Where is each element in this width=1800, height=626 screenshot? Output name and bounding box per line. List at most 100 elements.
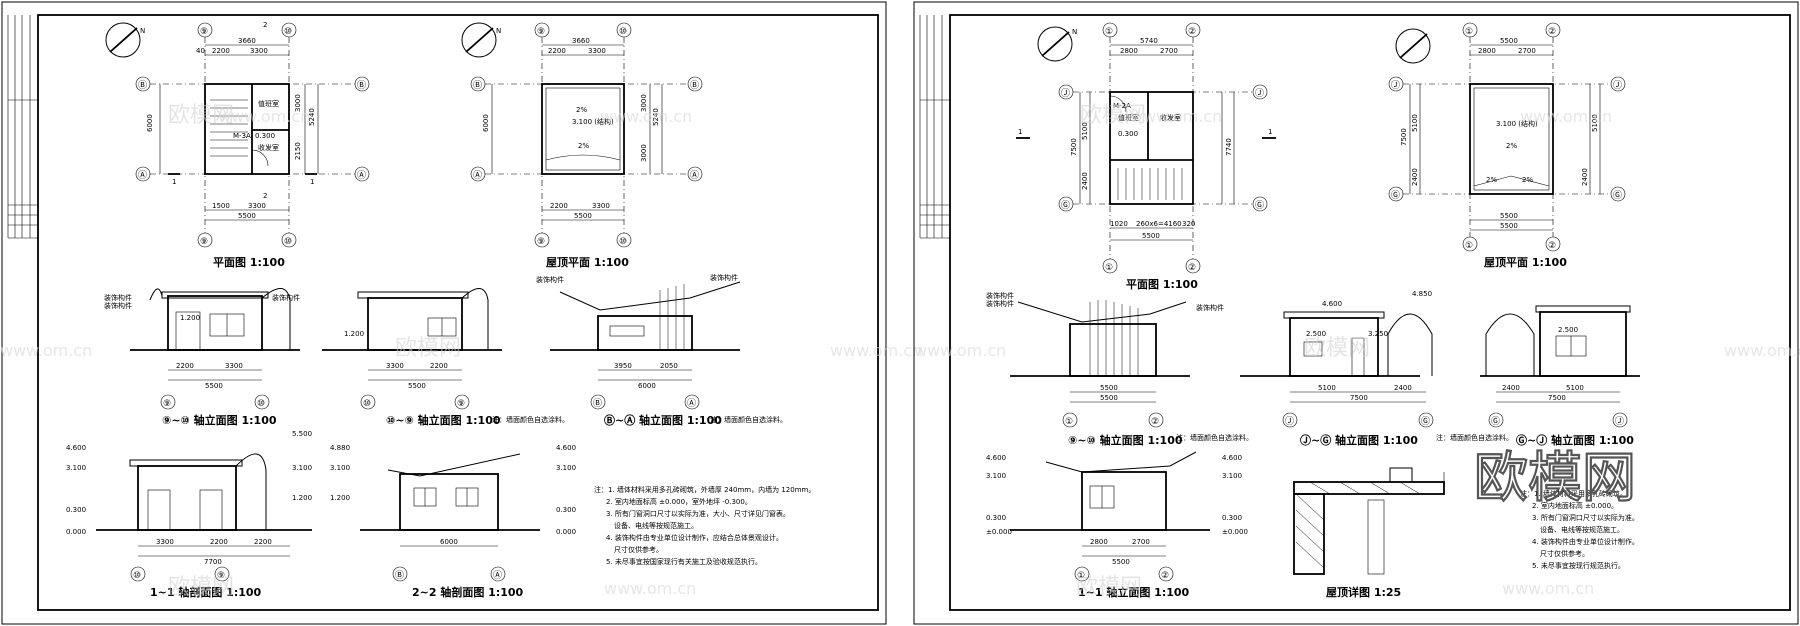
svg-text:2400: 2400 [1394, 384, 1412, 392]
svg-text:1.200: 1.200 [330, 494, 350, 502]
svg-text:4. 装饰构件由专业单位设计制作，应结合总体景观设计。: 4. 装饰构件由专业单位设计制作，应结合总体景观设计。 [606, 533, 783, 542]
svg-text:⑨: ⑨ [163, 399, 171, 409]
svg-text:⑨: ⑨ [200, 27, 208, 37]
svg-text:5100: 5100 [1318, 384, 1336, 392]
svg-text:5500: 5500 [1500, 212, 1518, 220]
svg-text:2200: 2200 [212, 47, 230, 55]
sheet-1-north-arrow: N [105, 22, 145, 58]
sheet-2-notes: 注：1. 墙体材料采用多孔砖砌筑。 2. 室内地面标高 ±0.000。 3. 所… [1520, 489, 1639, 570]
svg-text:6000: 6000 [482, 114, 490, 132]
sheet-1-floor-plan: ⑨ ⑩ ⑨ ⑩ Ⓑ Ⓐ Ⓑ Ⓐ 3660 2200 3300 40 2 [135, 21, 370, 269]
svg-text:值班室: 值班室 [258, 99, 279, 108]
sheet-1-elev-c-title: Ⓑ~Ⓐ 轴立面图 1:100 [604, 413, 722, 427]
svg-text:⑨: ⑨ [200, 237, 208, 247]
sheet-2-section-1: 4.600 3.100 0.300 ±0.000 4.600 3.100 0.3… [986, 451, 1248, 599]
svg-text:±0.000: ±0.000 [1222, 528, 1248, 536]
svg-text:Ⓐ: Ⓐ [690, 170, 699, 181]
svg-text:②: ② [1151, 417, 1159, 427]
svg-text:3000: 3000 [294, 94, 302, 112]
svg-text:2800: 2800 [1478, 47, 1496, 55]
sheet-2-roof-plan: ① ② ① ② Ⓙ Ⓖ Ⓙ Ⓖ 5500 2800 2700 3.100 (结构… [1388, 22, 1626, 269]
sheet-1-elev-b-title: ⑩~⑨ 轴立面图 1:100 [386, 413, 501, 427]
svg-text:欧模网: 欧模网 [1076, 575, 1142, 600]
svg-text:5500: 5500 [1500, 37, 1518, 45]
svg-text:Ⓙ: Ⓙ [1391, 80, 1400, 91]
svg-text:www.om.cn: www.om.cn [1520, 107, 1612, 126]
svg-text:Ⓑ: Ⓑ [138, 80, 147, 91]
svg-text:Ⓖ: Ⓖ [1613, 190, 1622, 201]
svg-text:0.300: 0.300 [1222, 514, 1242, 522]
svg-text:注：1. 墙体材料采用多孔砖砌筑。: 注：1. 墙体材料采用多孔砖砌筑。 [1520, 489, 1627, 498]
svg-text:⑩: ⑩ [363, 399, 371, 409]
svg-text:5100: 5100 [1411, 114, 1419, 132]
svg-text:2700: 2700 [1160, 47, 1178, 55]
svg-text:N: N [1072, 28, 1077, 36]
svg-text:Ⓑ: Ⓑ [395, 570, 404, 581]
svg-text:2400: 2400 [1502, 384, 1520, 392]
sheet-1-notes: 注：1. 墙体材料采用多孔砖砌筑，外墙厚 240mm，内墙为 120mm。 2.… [594, 485, 815, 566]
sheet-2-roof-detail: 屋顶详图 1:25 [1293, 467, 1445, 599]
sheet-1-section-2-title: 2~2 轴剖面图 1:100 [412, 585, 524, 599]
svg-text:www.om.cn: www.om.cn [1130, 107, 1222, 126]
svg-text:3660: 3660 [238, 37, 256, 45]
svg-text:3.100: 3.100 [556, 464, 576, 472]
svg-text:3950: 3950 [614, 362, 632, 370]
svg-text:www.om.cn: www.om.cn [1724, 341, 1800, 360]
sheet-2-detail-title: 屋顶详图 1:25 [1326, 585, 1401, 599]
svg-text:7500: 7500 [1070, 138, 1078, 156]
svg-text:4.850: 4.850 [1412, 290, 1432, 298]
sheet-1-inner-frame [37, 14, 879, 611]
svg-text:⑨: ⑨ [537, 27, 545, 37]
svg-text:收发室: 收发室 [1160, 113, 1181, 122]
svg-text:⑩: ⑩ [619, 237, 627, 247]
svg-text:2%: 2% [1486, 176, 1497, 184]
svg-text:⑩: ⑩ [257, 399, 265, 409]
sheet-2-roof-title: 屋顶平面 1:100 [1484, 256, 1567, 269]
svg-text:260x6=4160: 260x6=4160 [1136, 220, 1182, 228]
svg-text:www.om.cn: www.om.cn [830, 341, 922, 360]
svg-text:欧模网: 欧模网 [1304, 336, 1370, 361]
svg-text:1: 1 [310, 178, 314, 186]
sheet-2-elevation-c: 2.500 2400 5100 7500 Ⓖ Ⓙ Ⓖ~Ⓙ 轴立面图 1:100 [1480, 305, 1640, 447]
svg-text:①: ① [1077, 571, 1085, 581]
sheet-2-plan-title: 平面图 1:100 [1126, 278, 1198, 291]
svg-text:40: 40 [196, 47, 205, 55]
svg-text:Ⓖ: Ⓖ [1255, 200, 1264, 211]
svg-text:Ⓐ: Ⓐ [493, 570, 502, 581]
svg-text:5.500: 5.500 [292, 430, 312, 438]
sheet-1-section-1: 4.600 3.100 0.300 0.000 5.500 3.100 1.20… [66, 430, 312, 599]
sheet-2-outer-frame [913, 1, 1799, 625]
svg-text:欧模网: 欧模网 [168, 103, 234, 128]
svg-text:3300: 3300 [250, 47, 268, 55]
svg-text:3000: 3000 [640, 144, 648, 162]
svg-text:www.om.cn: www.om.cn [604, 579, 696, 598]
svg-text:2. 室内地面标高 ±0.000。: 2. 室内地面标高 ±0.000。 [1532, 501, 1618, 510]
svg-text:注：1. 墙体材料采用多孔砖砌筑，外墙厚 240mm，内墙为: 注：1. 墙体材料采用多孔砖砌筑，外墙厚 240mm，内墙为 120mm。 [594, 485, 815, 494]
svg-text:0.300: 0.300 [66, 506, 86, 514]
svg-text:2: 2 [263, 192, 267, 200]
svg-text:N: N [496, 27, 501, 35]
svg-text:5100: 5100 [1566, 384, 1584, 392]
svg-text:3.100: 3.100 [1222, 472, 1242, 480]
sheet-2-elev-b-title: Ⓙ~Ⓖ 轴立面图 1:100 [1300, 433, 1418, 447]
svg-text:M-3A: M-3A [233, 132, 251, 140]
svg-text:2. 室内地面标高 ±0.000，室外地坪 -0.300。: 2. 室内地面标高 ±0.000，室外地坪 -0.300。 [606, 497, 752, 506]
svg-text:1.200: 1.200 [292, 494, 312, 502]
sheet-2-elev-a-title: ⑨~⑩ 轴立面图 1:100 [1068, 433, 1183, 447]
svg-text:②: ② [1548, 27, 1556, 37]
sheet-1-watermarks: 欧模网 www.om.cn www.om.cn www.om.cn 欧模网 ww… [0, 103, 922, 600]
svg-text:4.600: 4.600 [66, 444, 86, 452]
svg-text:2200: 2200 [550, 202, 568, 210]
svg-text:1: 1 [1268, 128, 1272, 136]
svg-text:3.100: 3.100 [292, 464, 312, 472]
svg-text:±0.000: ±0.000 [986, 528, 1012, 536]
sheet-1-section-2: 4.880 3.100 1.200 4.600 3.100 0.300 0.00… [330, 444, 576, 599]
svg-text:1.200: 1.200 [180, 314, 200, 322]
svg-text:2%: 2% [578, 142, 589, 150]
svg-text:5500: 5500 [1100, 394, 1118, 402]
svg-text:①: ① [1065, 417, 1073, 427]
svg-text:①: ① [1465, 241, 1473, 251]
svg-text:Ⓙ: Ⓙ [1255, 88, 1264, 99]
svg-text:0.300: 0.300 [556, 506, 576, 514]
svg-text:装饰构件: 装饰构件 [536, 275, 564, 284]
